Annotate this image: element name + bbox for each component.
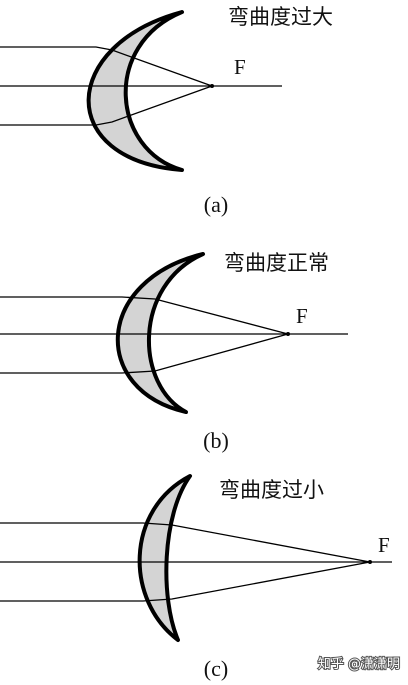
focal-point-b (286, 332, 290, 336)
focal-point-c (368, 560, 372, 564)
lens-c (137, 474, 192, 642)
focal-point-a (210, 84, 214, 88)
ray-c-bottom (0, 561, 371, 602)
focus-label-c: F (378, 533, 390, 557)
panel-label-c: (c) (204, 656, 228, 681)
caption-c: 弯曲度过小 (219, 478, 324, 502)
watermark: 知乎 @潇潇明 (318, 656, 400, 672)
caption-a: 弯曲度过大 (228, 5, 333, 29)
panel-a: F 弯曲度过大 (a) (0, 5, 333, 217)
ray-a-top (0, 46, 213, 87)
ray-b-top (0, 296, 289, 335)
ray-b-bottom (0, 333, 289, 374)
panel-b: F 弯曲度正常 (b) (0, 251, 348, 453)
focus-label-b: F (296, 304, 308, 328)
panel-c: F 弯曲度过小 (c) (0, 474, 392, 681)
caption-b: 弯曲度正常 (224, 251, 329, 275)
ray-a-bottom (0, 85, 213, 126)
ray-c-top (0, 522, 371, 563)
focus-label-a: F (234, 55, 246, 79)
panel-label-b: (b) (203, 428, 229, 453)
lens-b (116, 252, 205, 414)
panel-label-a: (a) (204, 192, 228, 217)
lens-a (86, 10, 184, 172)
